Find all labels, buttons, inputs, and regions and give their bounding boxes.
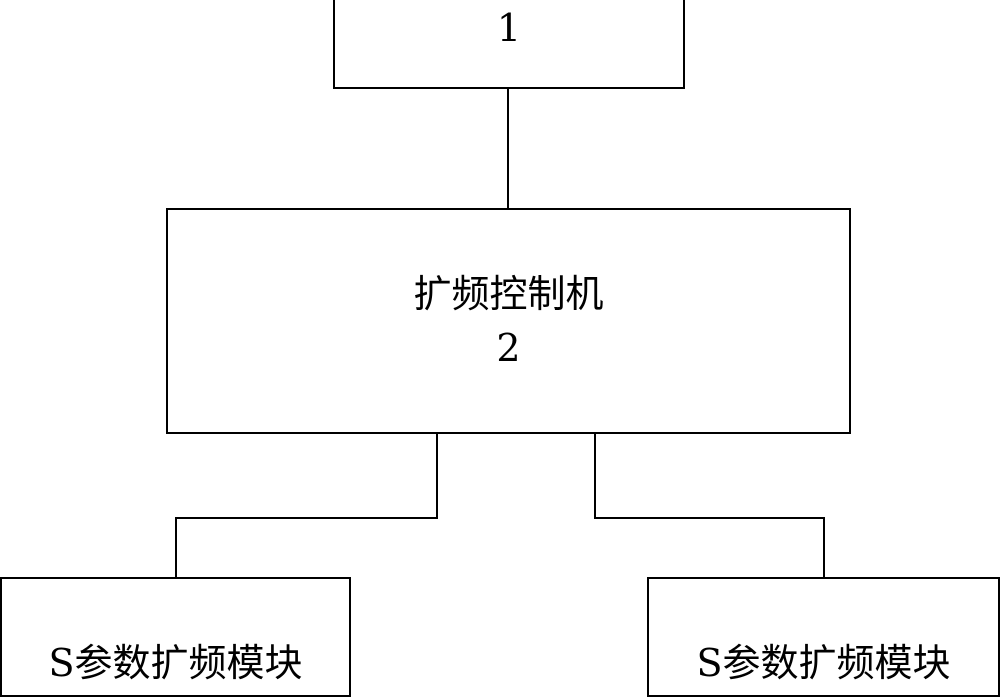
connector-controller-right-vertical bbox=[594, 433, 596, 519]
right-module-box: S参数扩频模块 bbox=[647, 577, 1000, 697]
right-module-title: S参数扩频模块 bbox=[696, 641, 951, 685]
top-box-number: 1 bbox=[496, 6, 522, 50]
connector-controller-left-vertical bbox=[436, 433, 438, 519]
left-module-title: S参数扩频模块 bbox=[48, 641, 303, 685]
connector-right-module-vertical bbox=[823, 517, 825, 578]
controller-box: 扩频控制机 2 bbox=[166, 208, 851, 434]
connector-controller-left-horizontal bbox=[175, 517, 438, 519]
connector-controller-right-horizontal bbox=[594, 517, 825, 519]
top-box: 1 bbox=[333, 0, 685, 89]
connector-top-to-controller bbox=[507, 88, 509, 209]
controller-box-number: 2 bbox=[496, 326, 521, 370]
controller-box-title: 扩频控制机 bbox=[413, 272, 604, 316]
left-module-box: S参数扩频模块 bbox=[0, 577, 351, 697]
connector-left-module-vertical bbox=[175, 517, 177, 578]
